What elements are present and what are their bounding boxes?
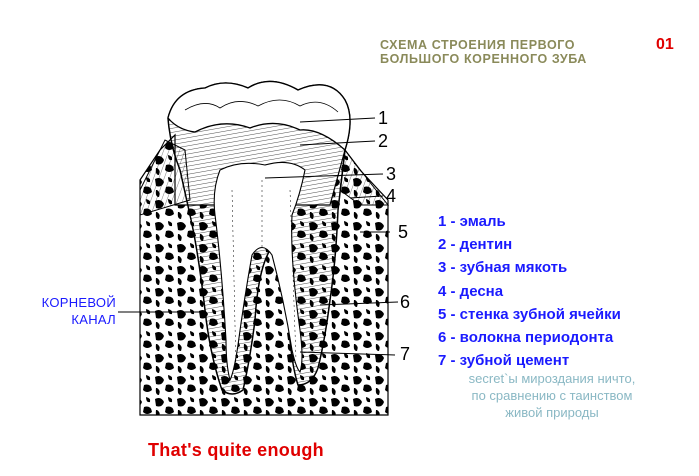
quote-line-2: по сравнению с таинством [471,388,633,403]
root-canal-label: КОРНЕВОЙ КАНАЛ [24,294,116,328]
root-canal-line-1: КОРНЕВОЙ [41,295,116,310]
legend-item-cement: 7 - зубной цемент [438,352,570,370]
root-canal-line-2: КАНАЛ [71,312,116,327]
pulp [213,161,306,382]
pointer-number-2: 2 [378,131,389,151]
pointer-number-6: 6 [400,292,411,312]
legend-item-pulp: 3 - зубная мякоть [438,259,568,277]
legend-item-socket-wall: 5 - стенка зубной ячейки [438,305,621,323]
legend-item-gum: 4 - десна [438,282,504,300]
pointer-number-1: 1 [378,108,389,128]
legend: 1 - эмаль 2 - дентин 3 - зубная мякоть 4… [438,210,621,372]
diagram-title: СХЕМА СТРОЕНИЯ ПЕРВОГО БОЛЬШОГО КОРЕННОГ… [380,38,587,66]
legend-item-enamel: 1 - эмаль [438,213,506,230]
legend-item-periodontal-fibers: 6 - волокна периодонта [438,328,614,346]
legend-item-dentin: 2 - дентин [438,236,513,254]
footer-caption: That's quite enough [148,440,324,460]
title-line-2: БОЛЬШОГО КОРЕННОГО ЗУБА [380,52,587,66]
title-line-1: СХЕМА СТРОЕНИЯ ПЕРВОГО [380,38,576,52]
pointer-number-7: 7 [400,344,411,364]
pointer-lines [118,117,399,356]
pointer-number-5: 5 [398,222,409,242]
quote-line-1: secret`ы мироздания ничто, [468,371,636,386]
enamel [167,80,351,152]
quote-line-3: живой природы [505,405,599,420]
quote-text: secret`ы мироздания ничто, по сравнению … [432,370,672,421]
pointer-number-4: 4 [386,186,397,206]
pointer-number-3: 3 [386,164,397,184]
page-number: 01 [656,36,674,53]
